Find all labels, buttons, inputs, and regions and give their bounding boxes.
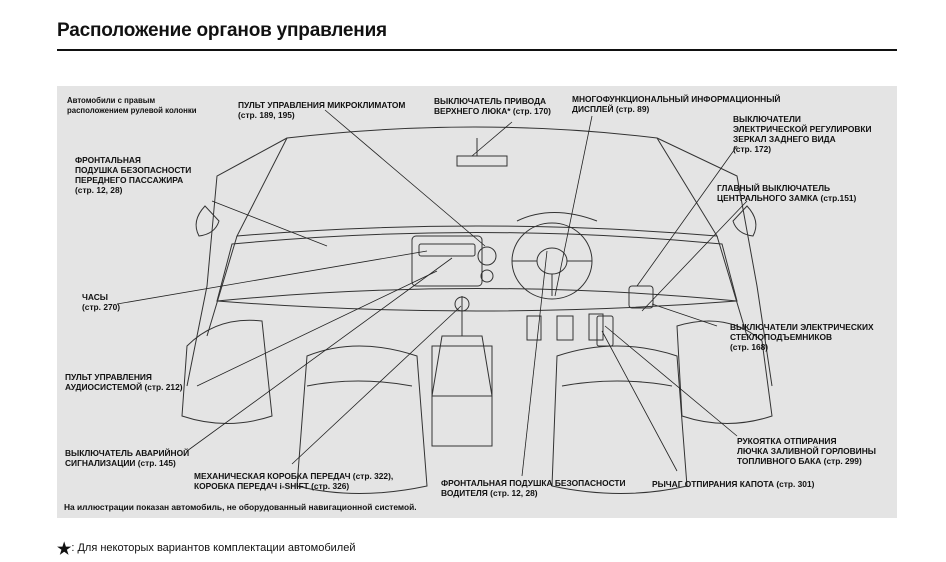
callout-line: РУКОЯТКА ОТПИРАНИЯ <box>737 436 837 446</box>
callout-info-display: МНОГОФУНКЦИОНАЛЬНЫЙ ИНФОРМАЦИОННЫЙ ДИСПЛ… <box>572 94 780 114</box>
callout-line: АУДИОСИСТЕМОЙ (стр. 212) <box>65 382 183 392</box>
callout-window-switches: ВЫКЛЮЧАТЕЛИ ЭЛЕКТРИЧЕСКИХ СТЕКЛОПОДЪЕМНИ… <box>730 322 874 352</box>
callout-line: ПУЛЬТ УПРАВЛЕНИЯ МИКРОКЛИМАТОМ <box>238 100 406 110</box>
callout-line: ПЕРЕДНЕГО ПАССАЖИРА <box>75 175 184 185</box>
right-seat <box>551 345 688 494</box>
callout-line: ГЛАВНЫЙ ВЫКЛЮЧАТЕЛЬ <box>717 183 830 193</box>
callout-gearbox: МЕХАНИЧЕСКАЯ КОРОБКА ПЕРЕДАЧ (стр. 322),… <box>194 471 393 491</box>
page-title: Расположение органов управления <box>57 20 387 41</box>
callout-line: ДИСПЛЕЙ (стр. 89) <box>572 104 650 114</box>
callout-sunroof: ВЫКЛЮЧАТЕЛЬ ПРИВОДА ВЕРХНЕГО ЛЮКА* (стр.… <box>434 96 551 116</box>
callout-line: ЛЮЧКА ЗАЛИВНОЙ ГОРЛОВИНЫ <box>737 446 876 456</box>
rhd-note: Автомобили с правым расположением рулево… <box>67 96 197 116</box>
callout-hood-release: РЫЧАГ ОТПИРАНИЯ КАПОТА (стр. 301) <box>652 479 814 489</box>
callout-clock: ЧАСЫ (стр. 270) <box>82 292 120 312</box>
callout-line: КОРОБКА ПЕРЕДАЧ i-SHIFT (стр. 326) <box>194 481 350 491</box>
callout-line: МЕХАНИЧЕСКАЯ КОРОБКА ПЕРЕДАЧ (стр. 322), <box>194 471 394 481</box>
callout-line: МНОГОФУНКЦИОНАЛЬНЫЙ ИНФОРМАЦИОННЫЙ <box>572 94 781 104</box>
left-pillar <box>186 137 288 387</box>
dashboard <box>216 232 738 302</box>
diagram-note: На иллюстрации показан автомобиль, не об… <box>64 502 417 512</box>
callout-line: ЭЛЕКТРИЧЕСКОЙ РЕГУЛИРОВКИ <box>733 124 872 134</box>
callout-line: ВЕРХНЕГО ЛЮКА* (стр. 170) <box>434 106 551 116</box>
callout-hazard: ВЫКЛЮЧАТЕЛЬ АВАРИЙНОЙ СИГНАЛИЗАЦИИ (стр.… <box>65 448 189 468</box>
center-console <box>431 345 493 447</box>
footnote-text: : Для некоторых вариантов комплектации а… <box>71 542 356 554</box>
asterisk-icon: ★ <box>57 541 72 558</box>
rhd-note-line: расположением рулевой колонки <box>67 106 197 115</box>
callout-line: СТЕКЛОПОДЪЕМНИКОВ <box>730 332 833 342</box>
rear-mirror <box>456 155 508 167</box>
callout-leaders <box>116 109 748 477</box>
footnote: ★: Для некоторых вариантов комплектации … <box>57 539 355 559</box>
callout-line: ВЫКЛЮЧАТЕЛЬ АВАРИЙНОЙ <box>65 448 190 458</box>
callout-line: ПОДУШКА БЕЗОПАСНОСТИ <box>75 165 192 175</box>
controls-diagram: Автомобили с правым расположением рулево… <box>57 86 897 518</box>
callout-line: ТОПЛИВНОГО БАКА (стр. 299) <box>737 456 862 466</box>
callout-fuel-lid: РУКОЯТКА ОТПИРАНИЯ ЛЮЧКА ЗАЛИВНОЙ ГОРЛОВ… <box>737 436 876 466</box>
callout-audio: ПУЛЬТ УПРАВЛЕНИЯ АУДИОСИСТЕМОЙ (стр. 212… <box>65 372 183 392</box>
callout-line: ВЫКЛЮЧАТЕЛИ <box>733 114 801 124</box>
left-door <box>181 319 273 424</box>
callout-line: (стр. 270) <box>82 302 121 312</box>
callout-line: ВЫКЛЮЧАТЕЛЬ ПРИВОДА <box>434 96 547 106</box>
right-door <box>676 320 773 424</box>
callout-line: ЗЕРКАЛ ЗАДНЕГО ВИДА <box>733 134 836 144</box>
callout-line: ЧАСЫ <box>82 292 108 302</box>
car-interior-illustration <box>116 109 773 494</box>
rhd-note-line: Автомобили с правым <box>67 96 156 105</box>
callout-line: СИГНАЛИЗАЦИИ (стр. 145) <box>65 458 176 468</box>
right-pillar <box>656 137 773 387</box>
callout-line: ПУЛЬТ УПРАВЛЕНИЯ <box>65 372 152 382</box>
callout-climate: ПУЛЬТ УПРАВЛЕНИЯ МИКРОКЛИМАТОМ (стр. 189… <box>238 100 405 120</box>
callout-line: РЫЧАГ ОТПИРАНИЯ КАПОТА (стр. 301) <box>652 479 815 489</box>
callout-line: ЦЕНТРАЛЬНОГО ЗАМКА (стр.151) <box>717 193 857 203</box>
callout-line: (стр. 172) <box>733 144 772 154</box>
callout-line: (стр. 12, 28) <box>75 185 123 195</box>
left-seat <box>296 345 428 494</box>
callout-mirror-switches: ВЫКЛЮЧАТЕЛИ ЭЛЕКТРИЧЕСКОЙ РЕГУЛИРОВКИ ЗЕ… <box>733 114 872 154</box>
windshield <box>236 126 718 237</box>
callout-line: ВЫКЛЮЧАТЕЛИ ЭЛЕКТРИЧЕСКИХ <box>730 322 874 332</box>
center-stack <box>411 235 483 287</box>
callout-line: (стр. 189, 195) <box>238 110 295 120</box>
callout-central-lock: ГЛАВНЫЙ ВЫКЛЮЧАТЕЛЬ ЦЕНТРАЛЬНОГО ЗАМКА (… <box>717 183 856 203</box>
callout-line: ФРОНТАЛЬНАЯ ПОДУШКА БЕЗОПАСНОСТИ <box>441 478 626 488</box>
callout-line: ФРОНТАЛЬНАЯ <box>75 155 141 165</box>
callout-line: (стр. 168) <box>730 342 769 352</box>
callout-driver-airbag: ФРОНТАЛЬНАЯ ПОДУШКА БЕЗОПАСНОСТИ ВОДИТЕЛ… <box>441 478 626 498</box>
callout-line: ВОДИТЕЛЯ (стр. 12, 28) <box>441 488 538 498</box>
callout-passenger-airbag: ФРОНТАЛЬНАЯ ПОДУШКА БЕЗОПАСНОСТИ ПЕРЕДНЕ… <box>75 155 191 195</box>
title-divider <box>57 49 897 51</box>
